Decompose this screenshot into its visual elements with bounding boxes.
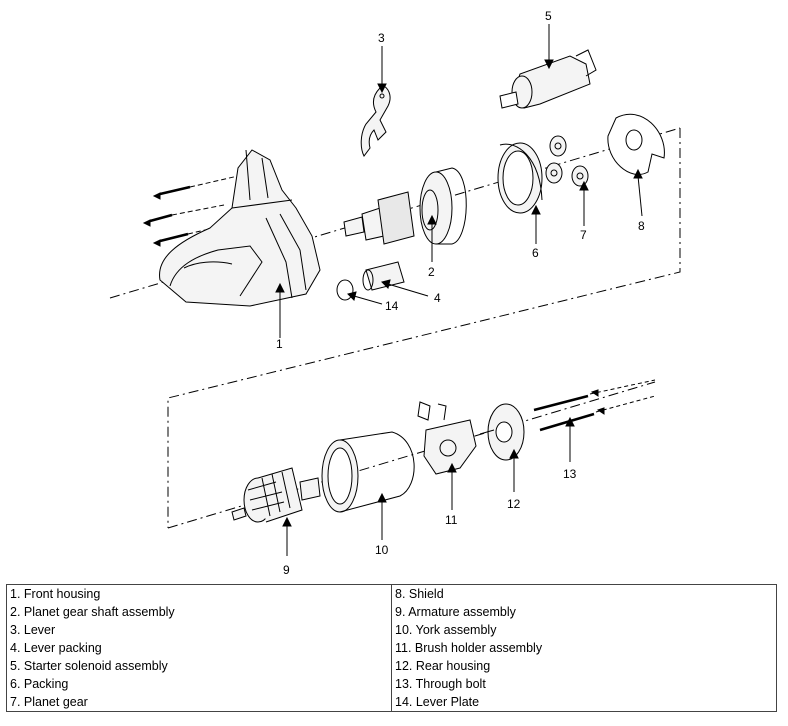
exploded-view-diagram: 1 2 3 4 5 6 7 8 9 10 11 12 13 14 bbox=[109, 9, 681, 577]
legend-item: 8. Shield bbox=[395, 587, 444, 601]
planet-gears-part bbox=[545, 135, 589, 187]
starter-solenoid-part bbox=[499, 49, 597, 109]
legend-right-column: 8. Shield 9. Armature assembly 10. York … bbox=[391, 584, 777, 712]
callout-12: 12 bbox=[507, 497, 521, 511]
callout-9: 9 bbox=[283, 563, 290, 577]
leader-lines bbox=[275, 24, 643, 556]
parts-legend-table: 1. Front housing 2. Planet gear shaft as… bbox=[6, 584, 777, 712]
legend-item: 5. Starter solenoid assembly bbox=[10, 659, 168, 673]
callout-14: 14 bbox=[385, 299, 399, 313]
shield-part bbox=[607, 113, 665, 175]
callout-1: 1 bbox=[276, 337, 283, 351]
housing-bolts bbox=[142, 175, 239, 247]
legend-item: 6. Packing bbox=[10, 677, 69, 691]
callout-4: 4 bbox=[434, 291, 441, 305]
callout-6: 6 bbox=[532, 246, 539, 260]
legend-left-column: 1. Front housing 2. Planet gear shaft as… bbox=[6, 584, 392, 712]
legend-item: 14. Lever Plate bbox=[395, 695, 480, 709]
legend-item: 12. Rear housing bbox=[395, 659, 491, 673]
connector-dash bbox=[167, 128, 681, 528]
callout-7: 7 bbox=[580, 228, 587, 242]
callout-5: 5 bbox=[545, 9, 552, 23]
callout-2: 2 bbox=[428, 265, 435, 279]
legend-item: 10. York assembly bbox=[395, 623, 497, 637]
rear-housing-part bbox=[479, 403, 525, 461]
lever-plate-part bbox=[336, 261, 405, 301]
packing-part bbox=[497, 142, 543, 214]
legend-item: 2. Planet gear shaft assembly bbox=[10, 605, 175, 619]
legend-item: 1. Front housing bbox=[10, 587, 101, 601]
brush-holder-part bbox=[417, 401, 477, 475]
callout-8: 8 bbox=[638, 219, 645, 233]
york-part bbox=[321, 431, 415, 513]
armature-part bbox=[231, 467, 321, 523]
legend-item: 3. Lever bbox=[10, 623, 56, 637]
callout-11: 11 bbox=[445, 513, 458, 527]
legend-item: 7. Planet gear bbox=[10, 695, 88, 709]
upper-axis-line bbox=[109, 127, 681, 299]
callout-10: 10 bbox=[375, 543, 389, 557]
legend-item: 4. Lever packing bbox=[10, 641, 102, 655]
legend-item: 13. Through bolt bbox=[395, 677, 486, 691]
through-bolts-part bbox=[533, 379, 656, 432]
legend-item: 11. Brush holder assembly bbox=[395, 641, 543, 655]
front-housing-part bbox=[159, 149, 321, 307]
planet-gear-shaft-part bbox=[343, 167, 467, 245]
lever-part bbox=[360, 85, 391, 157]
legend-item: 9. Armature assembly bbox=[395, 605, 516, 619]
lower-axis-line bbox=[167, 381, 656, 529]
callout-3: 3 bbox=[378, 31, 385, 45]
callout-13: 13 bbox=[563, 467, 577, 481]
